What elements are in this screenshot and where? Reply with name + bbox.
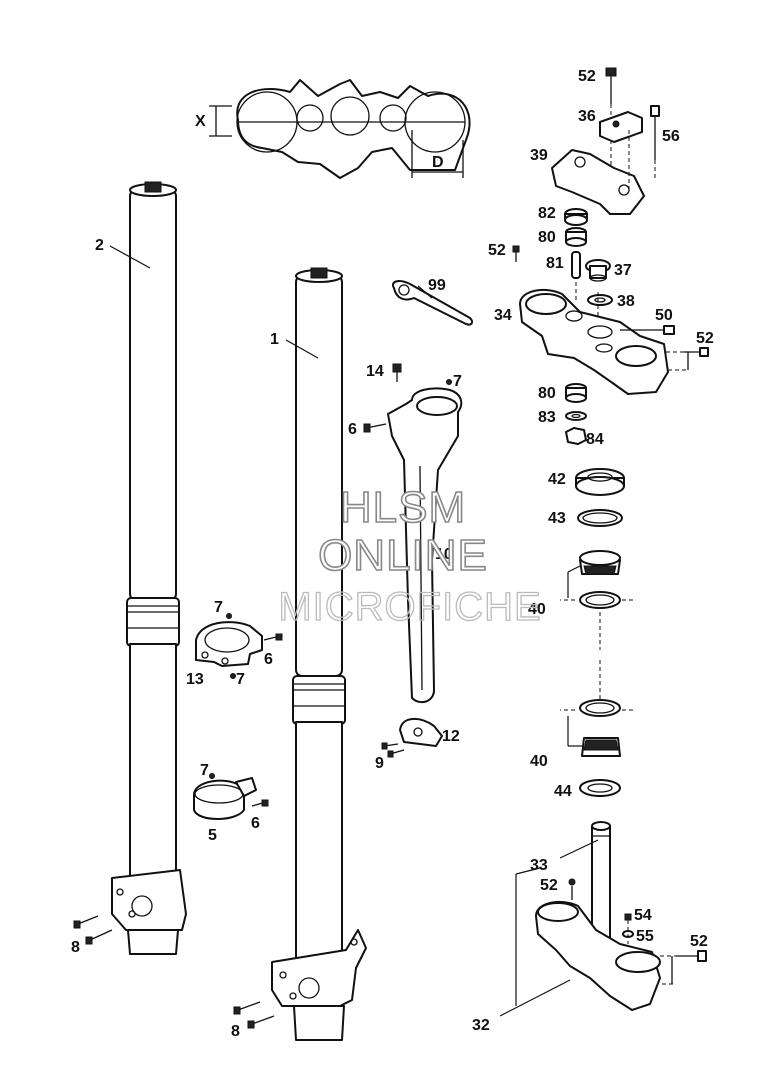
label-part-81: 81 <box>546 255 564 272</box>
label-part-54: 54 <box>634 907 652 924</box>
label-part-36: 36 <box>578 108 596 125</box>
label-part-6-b: 6 <box>264 651 273 668</box>
label-part-52-e: 52 <box>690 933 708 950</box>
ring-43 <box>577 509 623 527</box>
bolt-52-top <box>605 67 617 118</box>
label-part-50: 50 <box>655 307 673 324</box>
label-part-8-b: 8 <box>231 1023 240 1040</box>
label-part-13: 13 <box>186 671 204 688</box>
fasteners-left <box>73 363 452 1029</box>
plug-37 <box>585 259 611 282</box>
bracket-12 <box>399 718 443 747</box>
label-part-40-a: 40 <box>528 601 546 618</box>
label-part-80-b: 80 <box>538 385 556 402</box>
handlebar-clamp-39 <box>551 130 645 215</box>
label-part-9: 9 <box>375 755 384 772</box>
label-part-83: 83 <box>538 409 556 426</box>
bolt-56 <box>650 105 660 180</box>
label-part-10: 10 <box>435 546 453 563</box>
label-part-1: 1 <box>270 331 279 348</box>
fasteners-54-55 <box>622 913 634 944</box>
seal-44 <box>579 779 621 797</box>
washer-38 <box>587 294 613 306</box>
label-part-38: 38 <box>617 293 635 310</box>
label-part-52-d: 52 <box>540 877 558 894</box>
label-part-42: 42 <box>548 471 566 488</box>
label-part-7-a: 7 <box>453 373 462 390</box>
label-part-99: 99 <box>428 277 446 294</box>
rubber-80-top <box>565 227 587 247</box>
washer-83 <box>565 411 587 421</box>
label-part-2: 2 <box>95 237 104 254</box>
bearing-40-upper <box>560 550 636 650</box>
rubber-80-bottom <box>565 383 587 403</box>
fork-leg-1 <box>271 267 367 1041</box>
callout-bracket-32-33 <box>499 839 599 1017</box>
label-part-82: 82 <box>538 205 556 222</box>
watermark-line-1: HLSM <box>340 483 466 532</box>
bolt-50 <box>620 325 675 335</box>
label-part-12: 12 <box>442 728 460 745</box>
dimension-label-x: X <box>195 113 206 130</box>
number-plate-bracket-10 <box>387 387 463 704</box>
watermark-line-3: MICROFICHE <box>278 585 541 629</box>
dust-seal-42 <box>575 468 625 496</box>
fork-clamp-13 <box>195 621 263 667</box>
clamp-cap-36 <box>599 111 643 143</box>
label-part-52-b: 52 <box>488 242 506 259</box>
bolt-52-left <box>512 245 520 262</box>
label-part-84: 84 <box>586 431 604 448</box>
dimension-label-d: D <box>432 154 444 171</box>
pin-81 <box>571 251 581 279</box>
fork-clamp-5 <box>193 777 257 820</box>
triple-clamp-detail-view: X D <box>195 79 471 179</box>
label-part-52-a: 52 <box>578 68 596 85</box>
label-part-7-c: 7 <box>236 671 245 688</box>
label-part-56: 56 <box>662 128 680 145</box>
label-part-8-a: 8 <box>71 939 80 956</box>
label-part-52-c: 52 <box>696 330 714 347</box>
label-part-7-d: 7 <box>200 762 209 779</box>
label-part-55: 55 <box>636 928 654 945</box>
label-part-40-b: 40 <box>530 753 548 770</box>
label-part-5: 5 <box>208 827 217 844</box>
label-part-37: 37 <box>614 262 632 279</box>
label-part-34: 34 <box>494 307 512 324</box>
lower-triple-clamp-32 <box>535 821 661 1011</box>
label-part-33: 33 <box>530 857 548 874</box>
watermark-line-2: ONLINE <box>318 531 488 580</box>
label-part-14: 14 <box>366 363 384 380</box>
bolt-52-right-lower <box>660 950 707 985</box>
label-part-39: 39 <box>530 147 548 164</box>
label-part-32: 32 <box>472 1017 490 1034</box>
label-part-7-b: 7 <box>214 599 223 616</box>
label-part-6-a: 6 <box>348 421 357 438</box>
upper-triple-clamp-34 <box>519 282 669 395</box>
label-part-80-a: 80 <box>538 229 556 246</box>
fork-leg-2 <box>109 181 187 955</box>
bolt-52-right-upper <box>666 347 709 371</box>
label-part-43: 43 <box>548 510 566 527</box>
bearing-40-lower <box>560 660 636 757</box>
rubber-82 <box>564 208 588 226</box>
watermark: HLSM ONLINE MICROFICHE <box>278 482 542 629</box>
label-part-44: 44 <box>554 783 572 800</box>
nut-84 <box>565 427 587 445</box>
part-labels: 2 1 5 6 6 6 7 7 7 7 8 8 9 10 12 13 14 32… <box>71 68 714 1040</box>
pin-spanner-99 <box>392 280 474 326</box>
label-part-6-c: 6 <box>251 815 260 832</box>
